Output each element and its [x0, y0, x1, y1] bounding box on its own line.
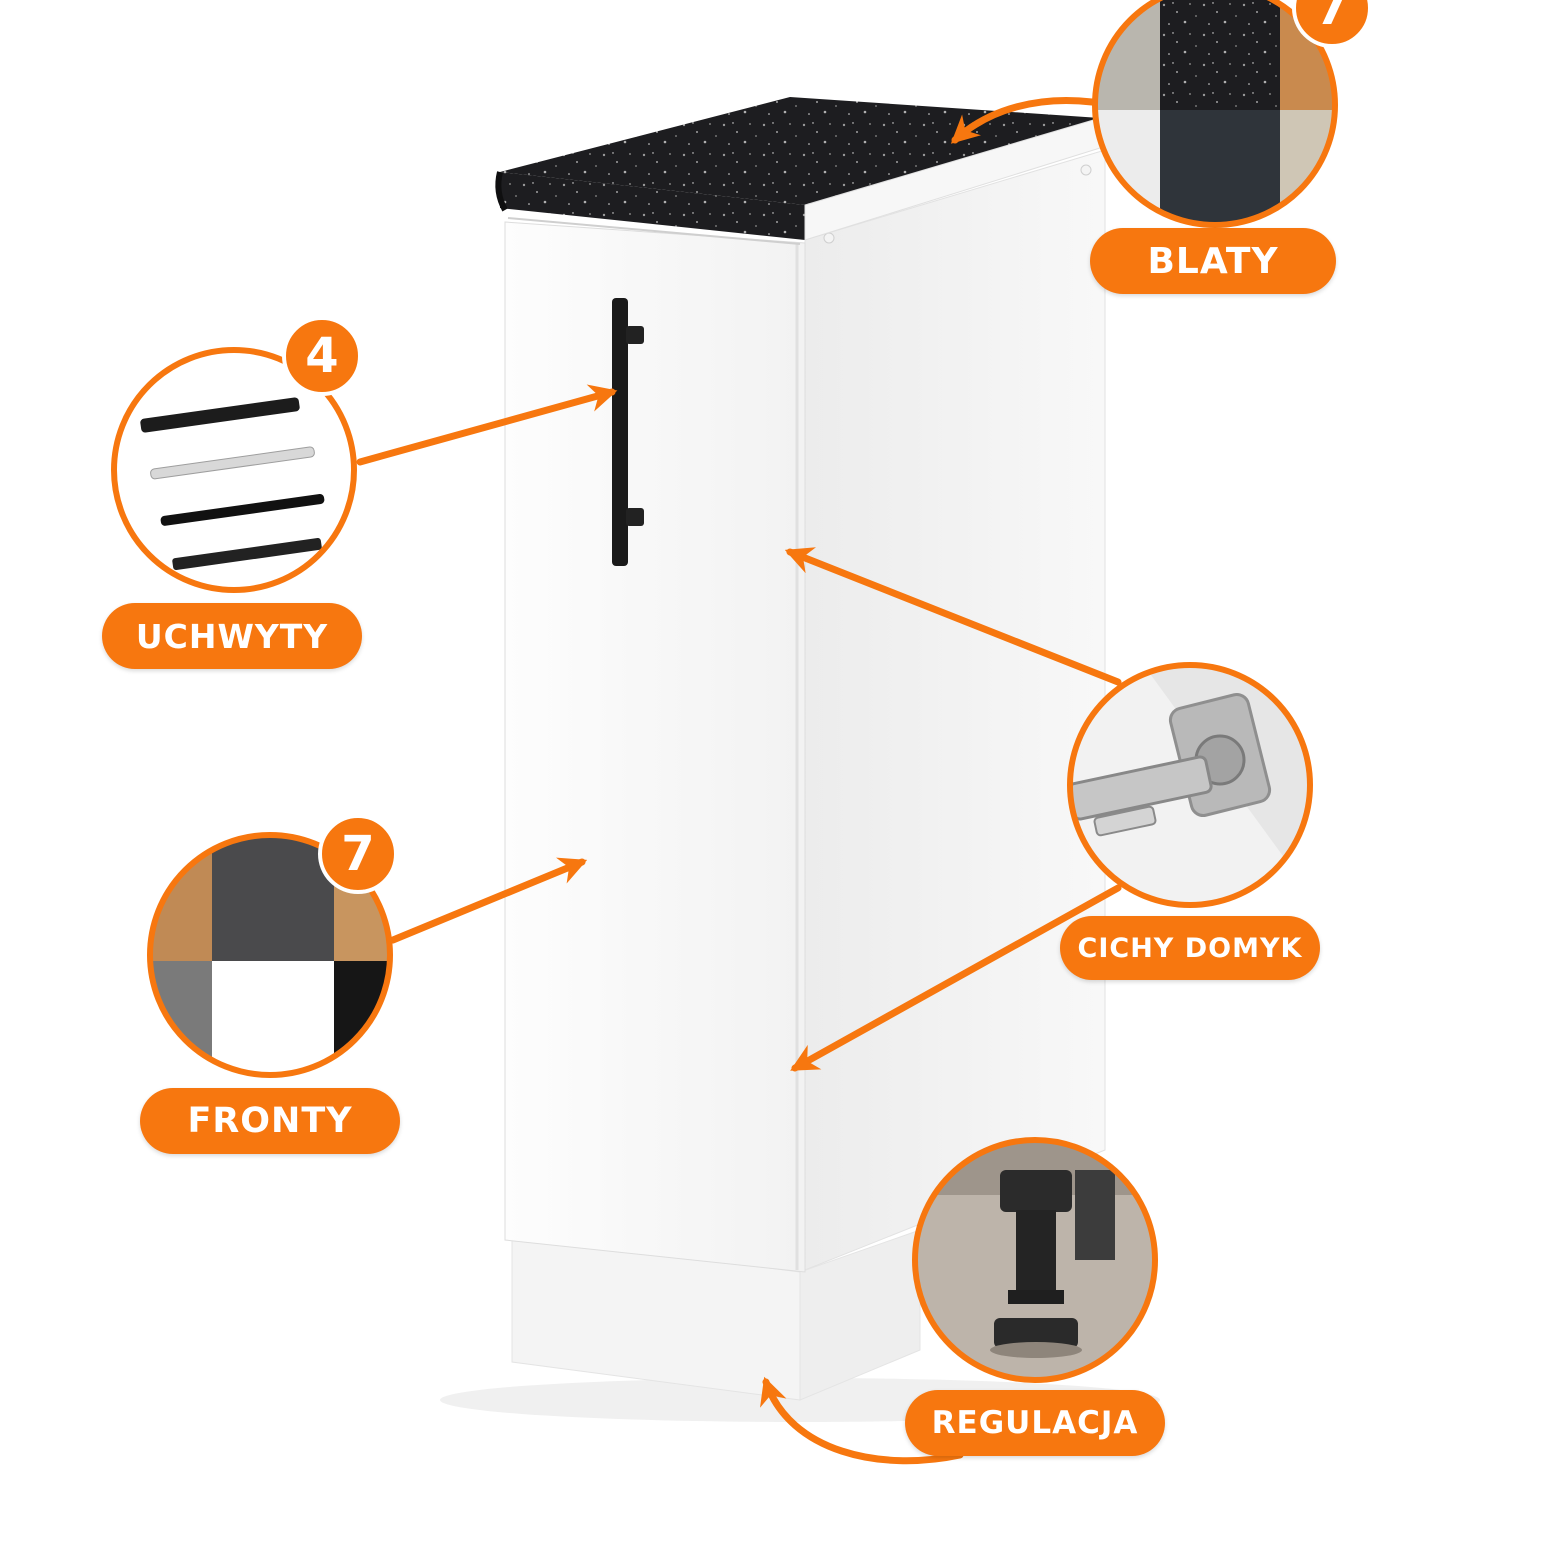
arrow-to-countertop: [950, 97, 1096, 144]
arrow-to-leveler: [760, 1376, 964, 1465]
cabinet-front-door: [504, 221, 806, 1273]
bar-handle: [612, 298, 644, 566]
callout-arrows: [356, 97, 1122, 1465]
arrow-to-lower-hinge: [790, 884, 1122, 1072]
blaty-label: BLATY: [1090, 228, 1336, 294]
cabinet-side-panel: [804, 149, 1106, 1271]
arrow-to-handle: [356, 384, 618, 466]
cichy-domyk-label: CICHY DOMYK: [1060, 916, 1320, 980]
fronty-label: FRONTY: [140, 1088, 400, 1154]
fronty-count-badge: 7: [318, 814, 398, 894]
arrow-to-upper-hinge: [784, 547, 1122, 686]
uchwyty-label: UCHWYTY: [102, 603, 362, 669]
regulacja-label: REGULACJA: [905, 1390, 1165, 1456]
kitchen-cabinet: [440, 97, 1160, 1422]
countertop: [495, 97, 1101, 245]
soft-close-hinge-circle: [1067, 662, 1313, 908]
uchwyty-count-badge: 4: [282, 316, 362, 396]
adjustable-feet-circle: [912, 1137, 1158, 1383]
arrow-to-front: [389, 857, 588, 944]
